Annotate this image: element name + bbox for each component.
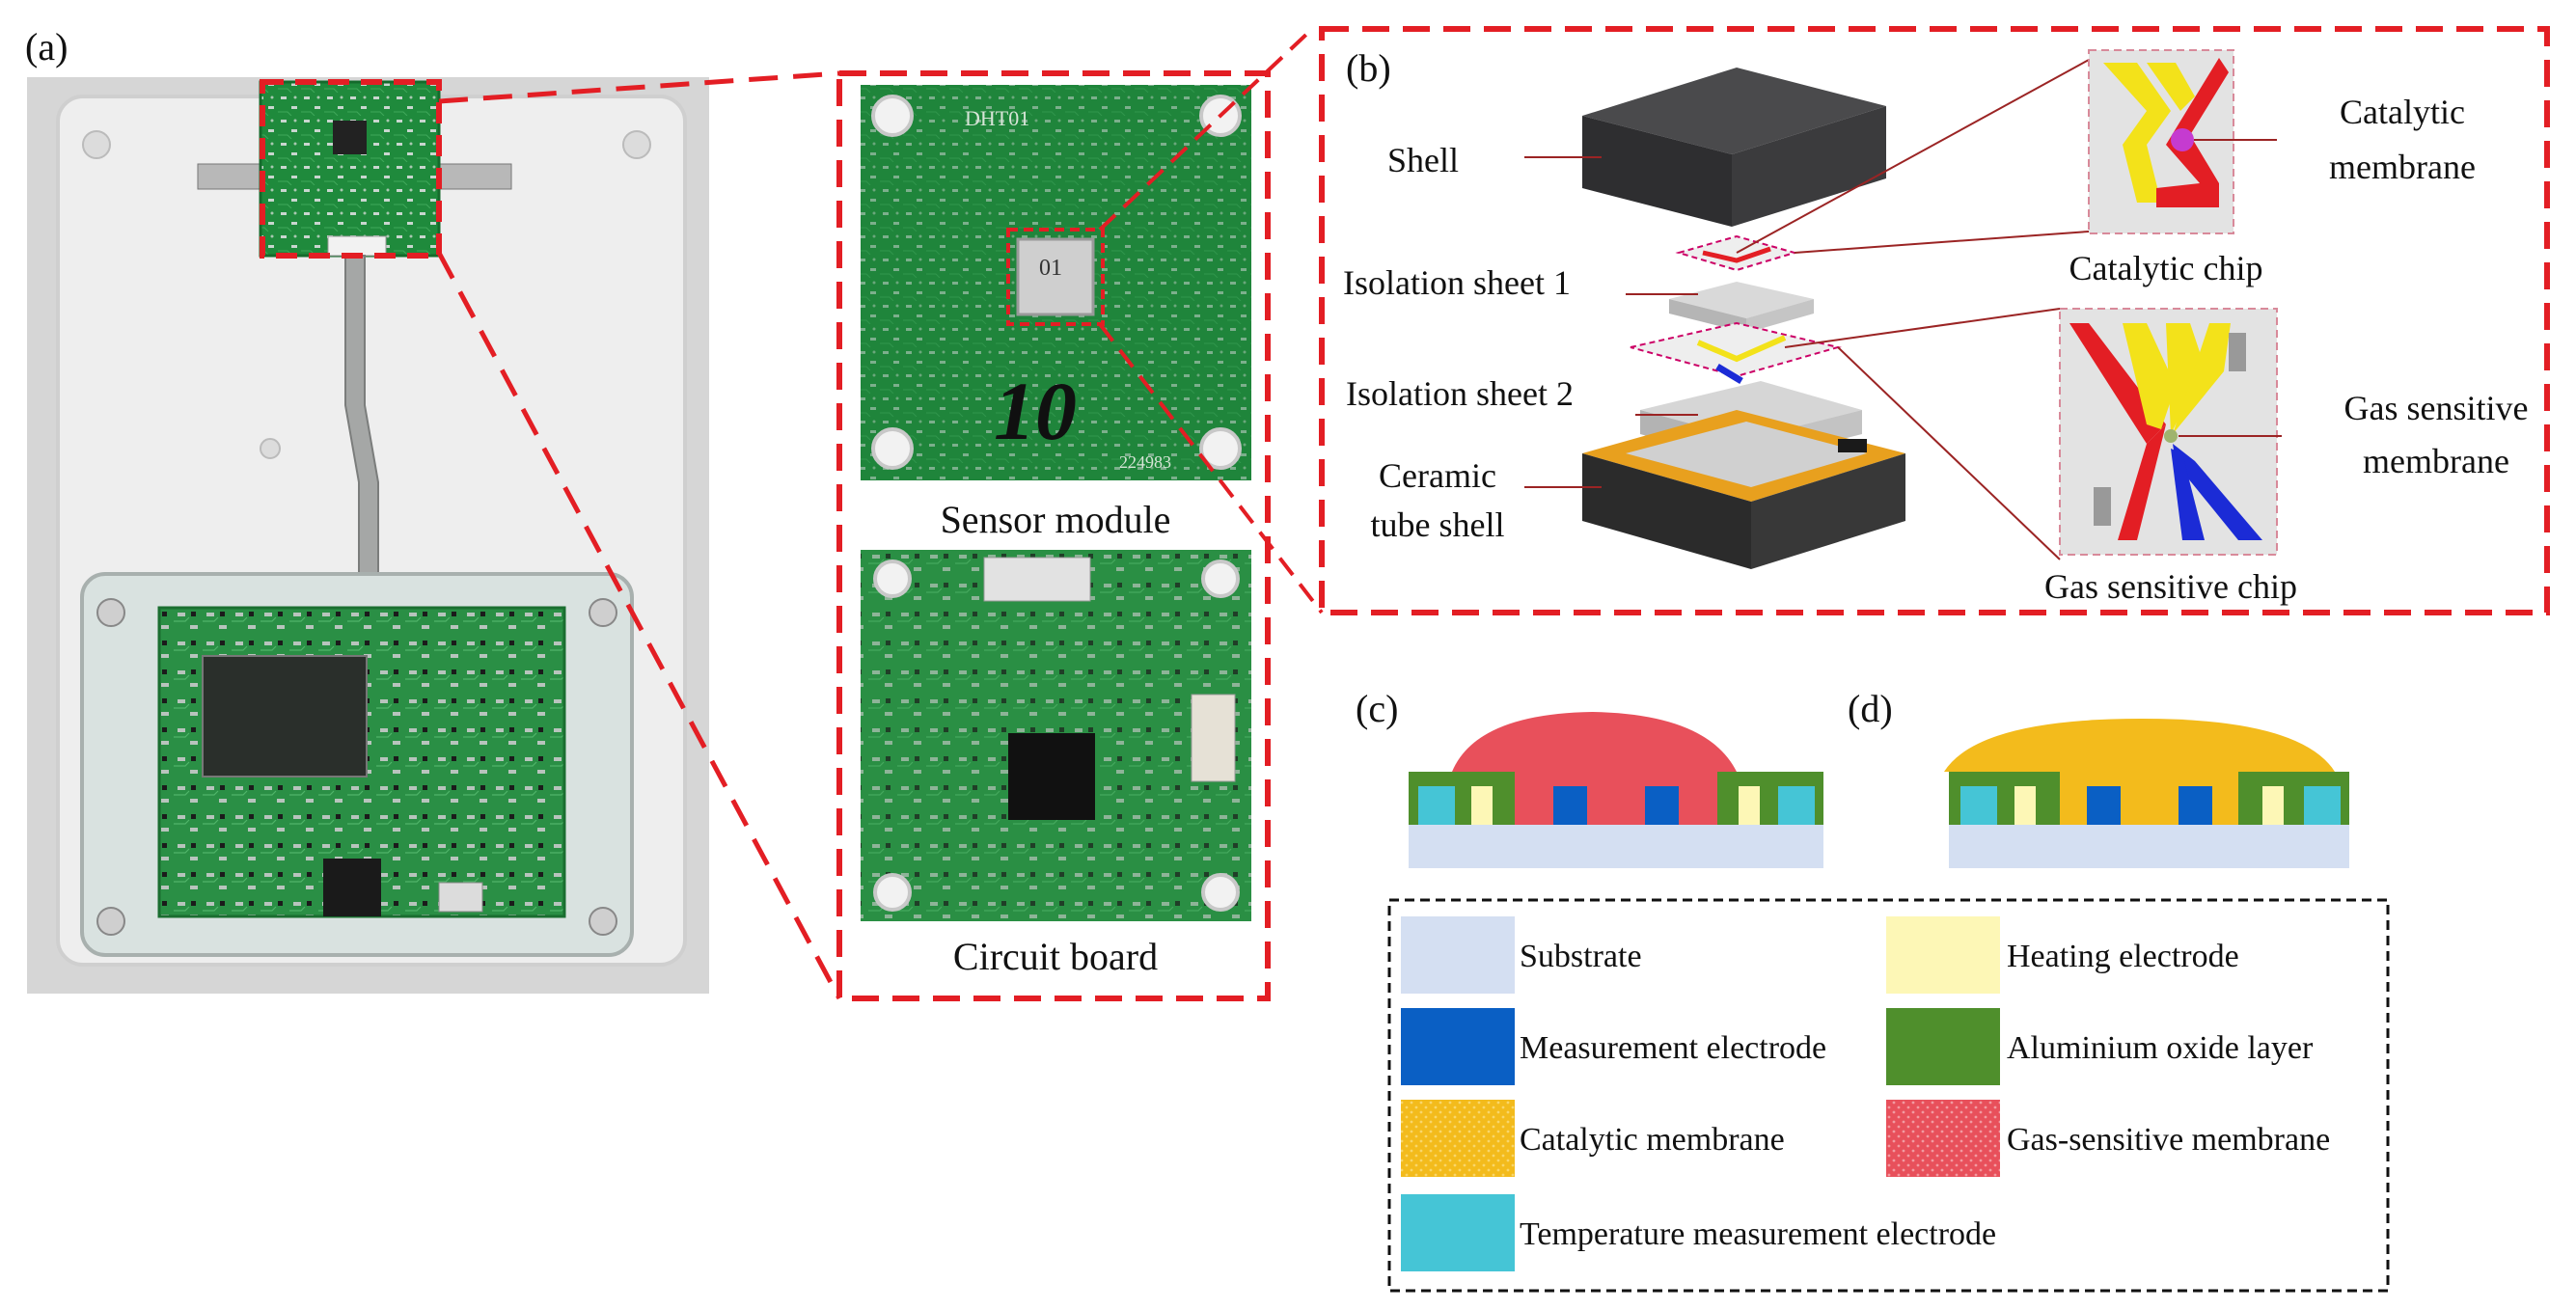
- label-ceramic-line2: tube shell: [1371, 505, 1505, 544]
- legend-box: [1387, 898, 2390, 1293]
- sensor-module-caption: Sensor module: [941, 498, 1171, 541]
- chip-marking: 01: [1039, 256, 1062, 281]
- module-code: 224983: [1119, 452, 1171, 472]
- legend-swatch-substrate: [1401, 916, 1515, 994]
- leader-gas-inset-b: [1837, 346, 2061, 560]
- legend-swatch-heating: [1886, 916, 2000, 994]
- board-corner-hole: [873, 559, 912, 598]
- catalytic-chip-layer: [1675, 234, 1798, 272]
- label-isolation-sheet-2: Isolation sheet 2: [1346, 374, 1574, 413]
- panel-label-a: (a): [25, 25, 68, 68]
- substrate-layer: [1409, 825, 1823, 868]
- shell-block: [1582, 68, 1886, 227]
- legend-temperature-electrode: Temperature measurement electrode: [1520, 1216, 1996, 1252]
- circuit-board-photo: [861, 550, 1251, 921]
- label-shell: Shell: [1387, 141, 1459, 179]
- mounting-hole: [260, 438, 281, 459]
- board-corner-hole: [873, 873, 912, 912]
- panel-b-frame: [1319, 26, 2550, 615]
- board-header-connector: [983, 557, 1091, 602]
- label-ceramic-line1: Ceramic: [1379, 456, 1496, 495]
- leader-catalytic-inset-b: [1794, 231, 2090, 254]
- label-catalytic-membrane-line1: Catalytic: [2340, 93, 2465, 131]
- legend-gas-sensitive-membrane: Gas-sensitive membrane: [2007, 1122, 2330, 1158]
- enclosure-screw: [589, 907, 617, 936]
- microcontroller: [1008, 733, 1095, 820]
- zoom-line-bottom: [436, 251, 842, 1000]
- module-corner-hole: [1199, 427, 1242, 470]
- label-catalytic-chip: Catalytic chip: [2069, 249, 2263, 287]
- label-gas-membrane-line1: Gas sensitive: [2344, 389, 2529, 427]
- gas-inlet-fitting: [197, 163, 271, 190]
- legend-swatch-alumina: [1886, 1008, 2000, 1085]
- gas-sensitive-membrane-dot: [2164, 429, 2178, 443]
- leader-catalytic-inset-a: [1736, 59, 2090, 254]
- board-corner-hole: [1201, 873, 1240, 912]
- board-connector: [438, 882, 483, 913]
- zoom-line-top: [438, 70, 840, 104]
- mounting-hole: [622, 130, 651, 159]
- sensor-pcb-small: [259, 80, 441, 258]
- mounting-hole: [82, 130, 111, 159]
- sensor-chip: [1016, 237, 1095, 316]
- catalytic-chip-trace: [1702, 246, 1771, 263]
- legend-swatch-temperature: [1401, 1194, 1515, 1271]
- device-photo: [27, 77, 709, 994]
- leader-gas-inset-a: [1784, 308, 2061, 348]
- gas-sensitive-chip-inset: [2059, 308, 2278, 556]
- legend-catalytic-membrane: Catalytic membrane: [1520, 1122, 1785, 1158]
- gas-outlet-fitting: [438, 163, 512, 190]
- catalytic-membrane-dome: [1944, 719, 2335, 772]
- label-gas-sensitive-chip: Gas sensitive chip: [2044, 567, 2297, 606]
- circuit-board-caption: Circuit board: [953, 935, 1158, 978]
- label-catalytic-membrane-line2: membrane: [2329, 148, 2476, 186]
- panel-label-d: (d): [1848, 687, 1893, 730]
- legend-swatch-catalytic: [1401, 1100, 1515, 1177]
- catalytic-chip-inset: [2088, 49, 2234, 234]
- photo-column-frame: [836, 70, 1271, 1001]
- label-gas-membrane-line2: membrane: [2363, 442, 2509, 480]
- module-corner-hole: [871, 427, 914, 470]
- gas-sensitive-membrane-dome: [1452, 712, 1737, 772]
- legend-swatch-measurement: [1401, 1008, 1515, 1085]
- legend-measurement-electrode: Measurement electrode: [1520, 1030, 1826, 1066]
- catalytic-membrane-dot: [2171, 128, 2194, 151]
- ceramic-tube-shell-block: [1582, 410, 1905, 569]
- gas-chip-layer: [1630, 321, 1842, 378]
- sensor-highlight-box: [260, 79, 442, 259]
- handwritten-number: 10: [994, 365, 1077, 457]
- sensor-module-photo: DHT01 01 10 224983: [861, 85, 1251, 480]
- power-jack: [323, 859, 381, 916]
- zoom-line-chip-bottom: [1098, 322, 1324, 614]
- panel-label-c: (c): [1356, 687, 1398, 730]
- module-corner-hole: [871, 95, 914, 137]
- legend-swatch-gas-sensitive: [1886, 1100, 2000, 1177]
- shield-module: [202, 655, 368, 778]
- zoom-line-chip-top: [1098, 27, 1314, 232]
- enclosure-screw: [96, 907, 125, 936]
- legend-aluminium-oxide: Aluminium oxide layer: [2007, 1030, 2314, 1066]
- side-connector: [1191, 694, 1236, 782]
- enclosure-screw: [589, 598, 617, 627]
- cross-section-c: [1409, 712, 1823, 868]
- panel-label-b: (b): [1346, 46, 1391, 90]
- board-corner-hole: [1201, 559, 1240, 598]
- legend-substrate: Substrate: [1520, 939, 1642, 974]
- pcb-chip: [333, 121, 367, 154]
- module-silkscreen: DHT01: [965, 106, 1029, 130]
- cross-section-d: [1944, 719, 2349, 868]
- chip-highlight-box: [1006, 228, 1105, 326]
- legend-heating-electrode: Heating electrode: [2007, 939, 2239, 974]
- label-isolation-sheet-1: Isolation sheet 1: [1343, 263, 1571, 302]
- enclosure-screw: [96, 598, 125, 627]
